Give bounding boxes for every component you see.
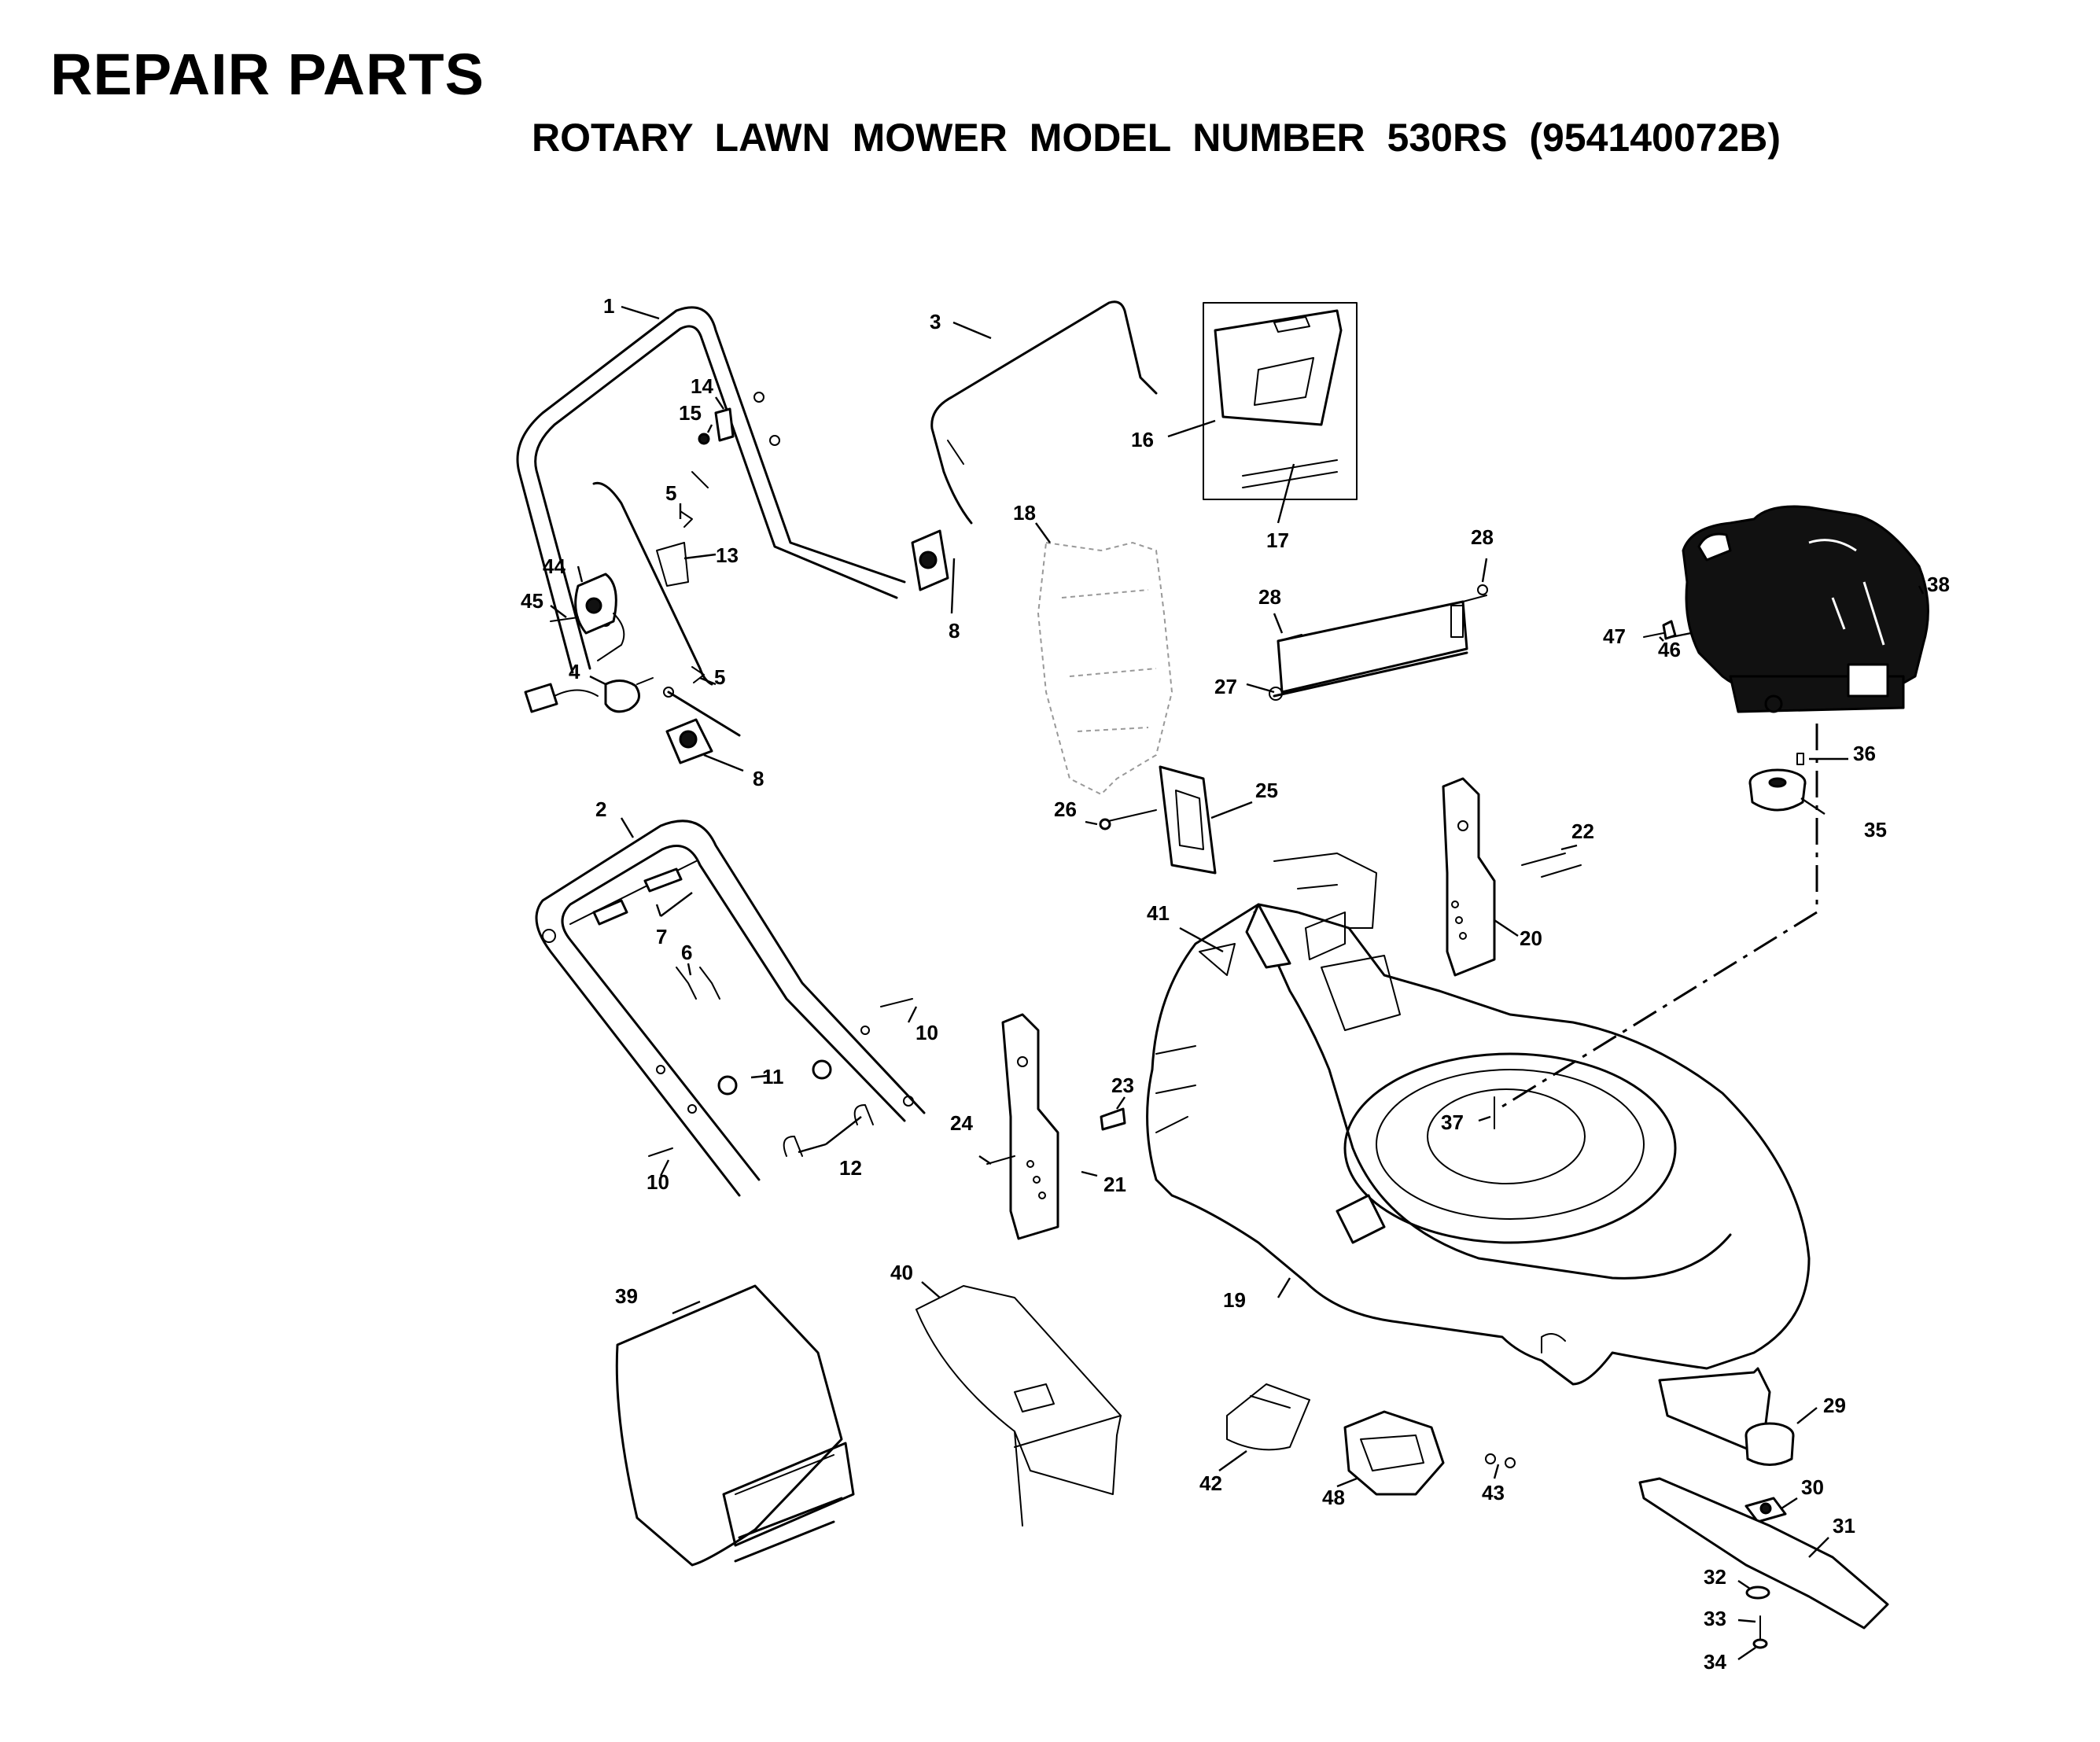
callout-13: 13 xyxy=(716,543,739,567)
callout-29: 29 xyxy=(1823,1394,1846,1417)
callout-6: 6 xyxy=(681,941,692,964)
callout-16: 16 xyxy=(1131,428,1154,451)
callout-25: 25 xyxy=(1255,779,1278,802)
callout-1: 1 xyxy=(603,294,614,318)
throttle-control-part xyxy=(550,573,625,661)
callout-36: 36 xyxy=(1853,742,1876,765)
cable-clip-part xyxy=(524,677,654,713)
lower-handle-part xyxy=(535,819,926,1197)
callout-20: 20 xyxy=(1520,926,1542,950)
callout-42: 42 xyxy=(1199,1471,1222,1495)
cable-tie-part xyxy=(680,407,735,683)
callout-labels: 1 2 3 4 5 5 6 7 8 8 10 10 11 12 13 14 15… xyxy=(521,294,1950,1674)
callout-19: 19 xyxy=(1223,1288,1246,1312)
blade-adapter-part xyxy=(1748,753,1807,812)
callout-39: 39 xyxy=(615,1284,638,1308)
callout-27: 27 xyxy=(1214,675,1237,698)
callout-12: 12 xyxy=(839,1156,862,1180)
mulch-baffle-part xyxy=(1226,1383,1310,1451)
callout-46: 46 xyxy=(1658,638,1681,661)
height-adjuster-rear-part xyxy=(1442,777,1496,977)
callout-32: 32 xyxy=(1704,1565,1726,1589)
callout-48: 48 xyxy=(1322,1486,1345,1509)
callout-37: 37 xyxy=(1441,1110,1464,1134)
mulch-plug-part xyxy=(1203,302,1358,500)
adjuster-spring-part xyxy=(1521,853,1582,878)
callout-8-lower: 8 xyxy=(753,767,764,790)
callout-17: 17 xyxy=(1266,528,1289,552)
callout-5-upper: 5 xyxy=(665,481,676,505)
callout-43: 43 xyxy=(1482,1481,1505,1504)
wire-clip-part xyxy=(783,1104,874,1157)
callout-44: 44 xyxy=(543,554,566,578)
blade-bolt-part xyxy=(1752,1615,1768,1649)
callout-14: 14 xyxy=(691,374,713,398)
callout-26: 26 xyxy=(1054,797,1077,821)
callout-30: 30 xyxy=(1801,1475,1824,1499)
callout-18: 18 xyxy=(1013,501,1036,525)
callout-23: 23 xyxy=(1111,1074,1134,1097)
callout-28-left: 28 xyxy=(1258,585,1281,609)
grass-catcher-bag-part xyxy=(615,1284,855,1567)
handle-bolt-part xyxy=(592,867,720,1000)
callout-8-upper: 8 xyxy=(949,619,960,643)
callout-7: 7 xyxy=(656,925,667,948)
hinge-pin-part xyxy=(1277,584,1488,642)
blade-baffle-part xyxy=(1658,1367,1771,1457)
callout-10-left: 10 xyxy=(647,1170,669,1194)
height-adjuster-front-part xyxy=(1001,1013,1059,1240)
mulch-cover-part xyxy=(1037,541,1173,796)
callout-31: 31 xyxy=(1833,1514,1855,1538)
mower-deck-part xyxy=(1146,853,1811,1386)
callout-11: 11 xyxy=(762,1065,784,1088)
callout-3: 3 xyxy=(930,310,941,333)
callout-5-lower: 5 xyxy=(714,665,725,689)
adjuster-screw-part xyxy=(986,1107,1126,1165)
callout-38: 38 xyxy=(1927,573,1950,596)
handle-knob-upper-part xyxy=(911,529,949,591)
discharge-door-part xyxy=(1269,600,1468,701)
blade-adapter-lower-part xyxy=(1744,1497,1787,1523)
callout-24: 24 xyxy=(950,1111,973,1135)
callout-22: 22 xyxy=(1571,819,1594,843)
rear-flap-part xyxy=(1099,765,1217,875)
blade-washer-part xyxy=(1745,1585,1770,1600)
engine-part xyxy=(1682,505,1929,713)
callout-34: 34 xyxy=(1704,1650,1726,1674)
model-subtitle: ROTARY LAWN MOWER MODEL NUMBER 530RS (95… xyxy=(532,116,1781,160)
callout-15: 15 xyxy=(679,401,702,425)
callout-4: 4 xyxy=(569,660,580,683)
bail-handle-part xyxy=(930,300,1158,525)
callout-47: 47 xyxy=(1603,624,1626,648)
engine-bracket-part xyxy=(1643,620,1677,640)
rear-cover-part xyxy=(1343,1410,1445,1496)
page-title: REPAIR PARTS xyxy=(50,42,484,107)
fan-part xyxy=(1744,1422,1795,1466)
callout-40: 40 xyxy=(890,1261,913,1284)
handle-nut-part xyxy=(648,998,913,1157)
callout-41: 41 xyxy=(1147,901,1170,925)
assembly-axis-line xyxy=(1498,724,1818,1110)
blade-part xyxy=(1638,1477,1889,1630)
callout-10-right: 10 xyxy=(916,1021,938,1044)
screw-set-part xyxy=(1485,1453,1516,1468)
callout-21: 21 xyxy=(1103,1173,1126,1196)
grass-catcher-frame-part xyxy=(916,1285,1122,1527)
callout-33: 33 xyxy=(1704,1607,1726,1630)
handle-knob-lower-part xyxy=(665,718,713,764)
callout-35: 35 xyxy=(1864,818,1887,842)
callout-leader-lines xyxy=(550,305,1925,1660)
callout-45: 45 xyxy=(521,589,543,613)
callout-2: 2 xyxy=(595,797,606,821)
callout-28-right: 28 xyxy=(1471,525,1494,549)
